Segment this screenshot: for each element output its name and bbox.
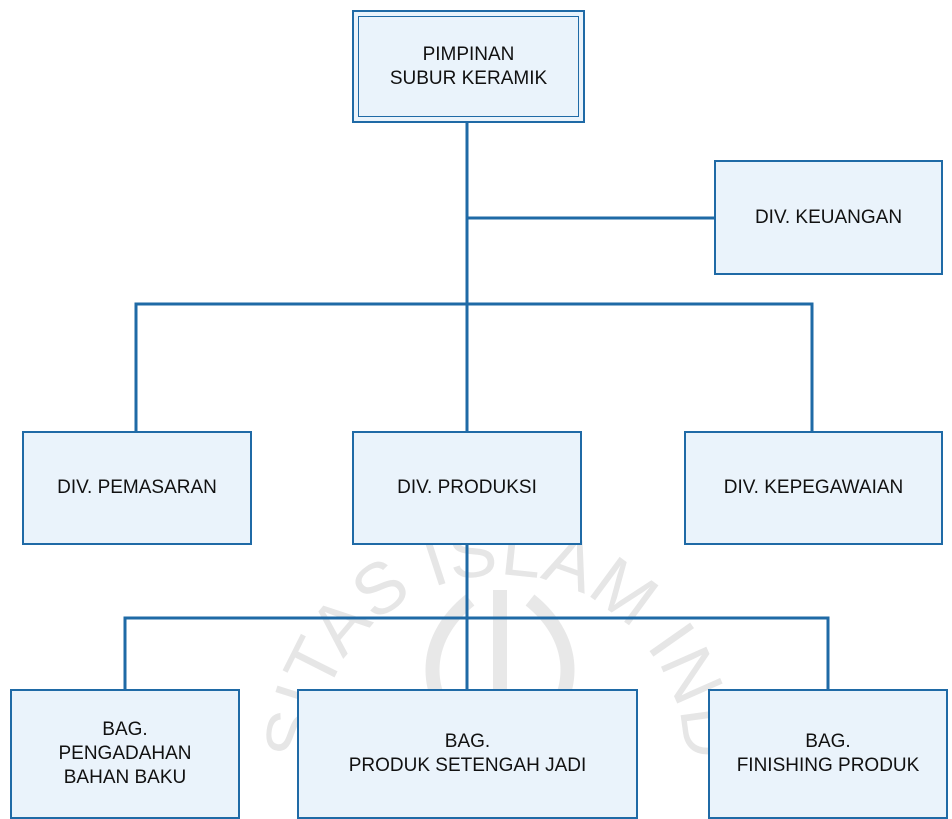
division-label: DIV. PRODUKSI [397, 477, 537, 498]
division-label: DIV. KEPEGAWAIAN [723, 477, 904, 498]
division-node-pemasaran: DIV. PEMASARAN [22, 431, 252, 545]
staff-node-label: DIV. KEUANGAN [754, 206, 903, 228]
root-node-label: PIMPINAN SUBUR KERAMIK [389, 43, 548, 89]
section-node-produk-setengah-jadi: BAG. PRODUK SETENGAH JADI [297, 689, 638, 819]
section-node-finishing: BAG. FINISHING PRODUK [708, 689, 948, 819]
section-label: BAG. PRODUK SETENGAH JADI [348, 731, 587, 776]
section-node-pengadahan: BAG. PENGADAHAN BAHAN BAKU [10, 689, 240, 819]
section-label: BAG. FINISHING PRODUK [736, 731, 920, 776]
root-node: PIMPINAN SUBUR KERAMIK [352, 10, 585, 123]
division-node-produksi: DIV. PRODUKSI [352, 431, 582, 545]
section-label: BAG. PENGADAHAN BAHAN BAKU [58, 719, 192, 788]
division-label: DIV. PEMASARAN [57, 477, 217, 498]
root-node-inner-border [358, 16, 579, 117]
connector-lines [123, 121, 830, 691]
staff-node-keuangan: DIV. KEUANGAN [714, 160, 943, 275]
division-node-kepegawaian: DIV. KEPEGAWAIAN [684, 431, 943, 545]
